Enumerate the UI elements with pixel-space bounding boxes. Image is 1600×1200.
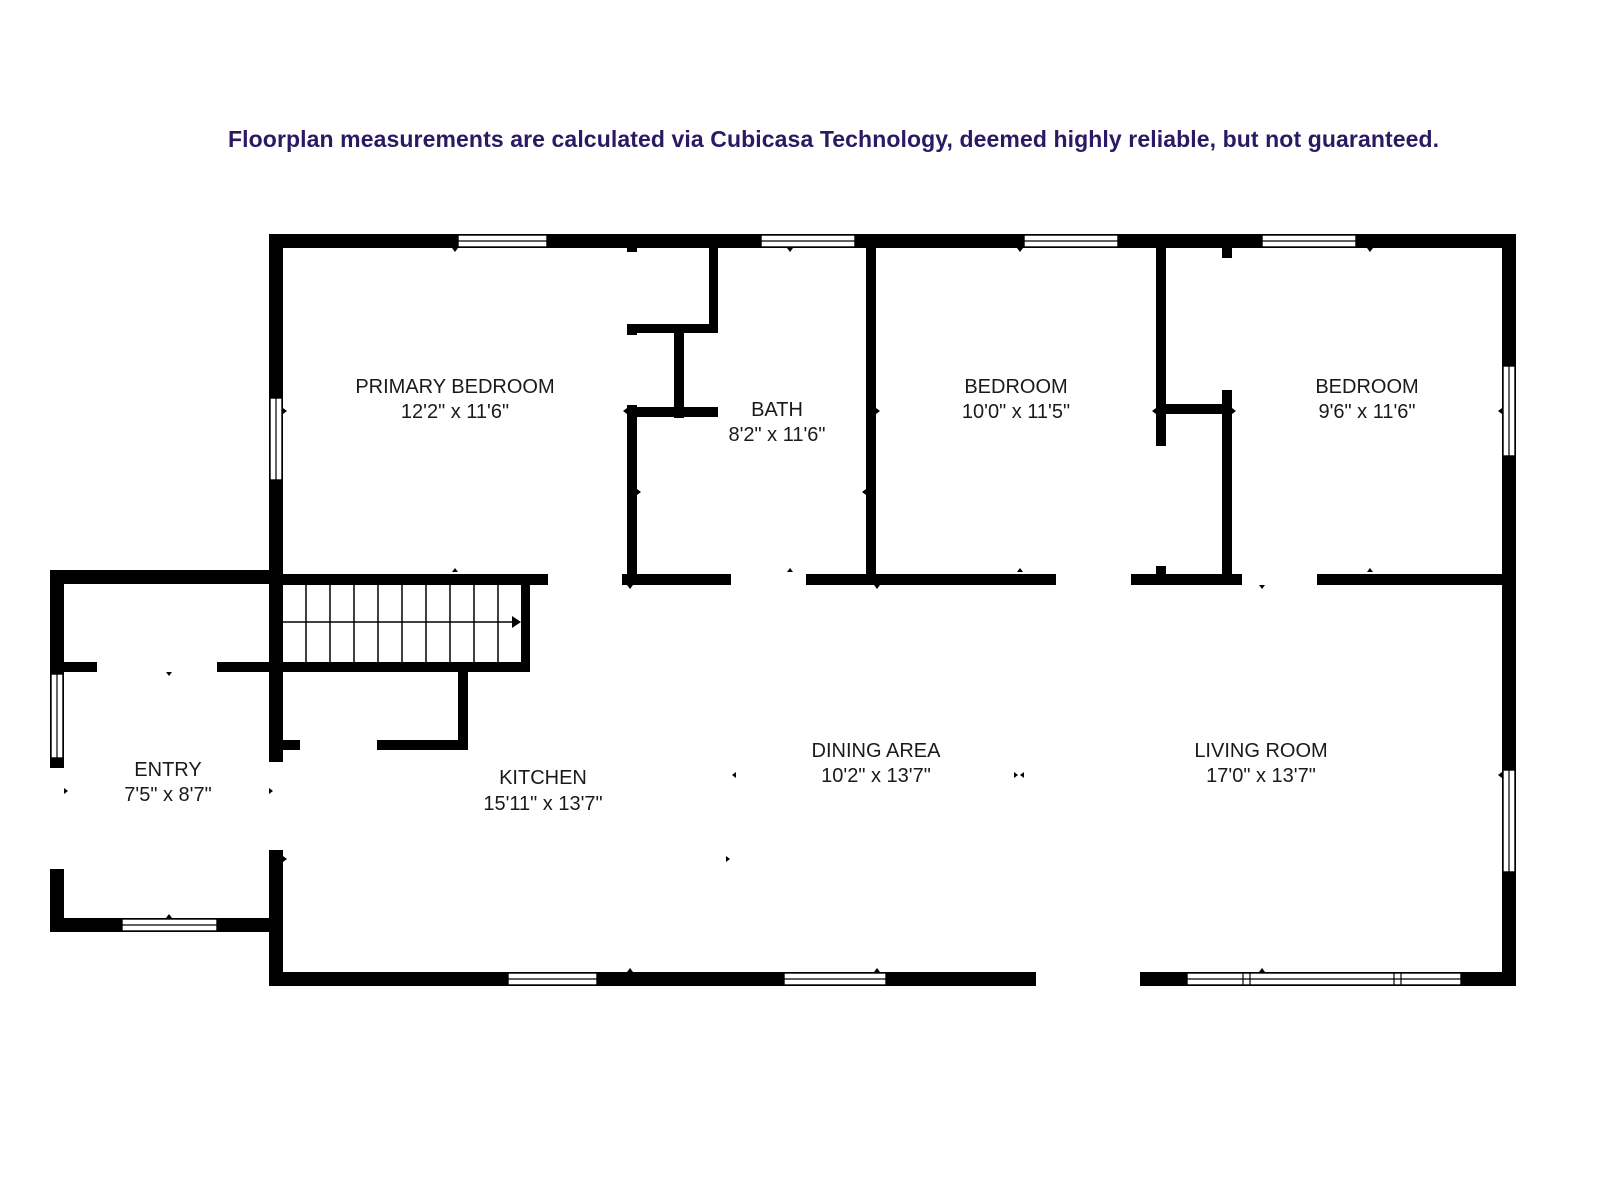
room-name-bedroom-2: BEDROOM xyxy=(1315,376,1418,398)
window-dining-south xyxy=(783,972,887,986)
window-kitchen-south xyxy=(507,972,598,986)
staircase xyxy=(283,585,521,662)
window-living-room-east xyxy=(1502,769,1516,873)
room-labels: PRIMARY BEDROOM 12'2" x 11'6" BATH 8'2" … xyxy=(124,376,1418,815)
room-name-bedroom-1: BEDROOM xyxy=(964,376,1067,398)
window-living-room-south xyxy=(1186,972,1462,986)
exterior-walls xyxy=(50,234,1516,986)
window-bedroom2-north xyxy=(1261,234,1357,248)
room-name-bath: BATH xyxy=(751,399,803,421)
room-size-bedroom-2: 9'6" x 11'6" xyxy=(1318,401,1415,423)
disclaimer-text: Floorplan measurements are calculated vi… xyxy=(228,126,1440,152)
openings xyxy=(48,252,1317,988)
room-name-primary-bedroom: PRIMARY BEDROOM xyxy=(355,376,554,398)
room-size-entry: 7'5" x 8'7" xyxy=(124,784,211,806)
window-primary-bedroom-north xyxy=(457,234,548,248)
window-entry-west xyxy=(50,673,64,759)
room-name-living-room: LIVING ROOM xyxy=(1194,740,1327,762)
room-name-dining-area: DINING AREA xyxy=(812,740,942,762)
room-size-living-room: 17'0" x 13'7" xyxy=(1206,765,1316,787)
window-bedroom1-north xyxy=(1023,234,1119,248)
room-size-primary-bedroom: 12'2" x 11'6" xyxy=(401,401,509,423)
windows xyxy=(50,234,1516,986)
room-size-bedroom-1: 10'0" x 11'5" xyxy=(962,401,1070,423)
window-entry-south xyxy=(121,918,218,932)
room-size-kitchen: 15'11" x 13'7" xyxy=(483,793,602,815)
room-name-kitchen: KITCHEN xyxy=(499,767,587,789)
window-bath-north xyxy=(760,234,856,248)
window-bedroom2-east xyxy=(1502,365,1516,457)
room-size-dining-area: 10'2" x 13'7" xyxy=(821,765,931,787)
dimension-markers xyxy=(64,248,1502,972)
room-name-entry: ENTRY xyxy=(134,759,201,781)
stair-arrow-icon xyxy=(512,616,521,628)
window-primary-bedroom-west xyxy=(269,397,283,481)
room-size-bath: 8'2" x 11'6" xyxy=(728,424,825,446)
